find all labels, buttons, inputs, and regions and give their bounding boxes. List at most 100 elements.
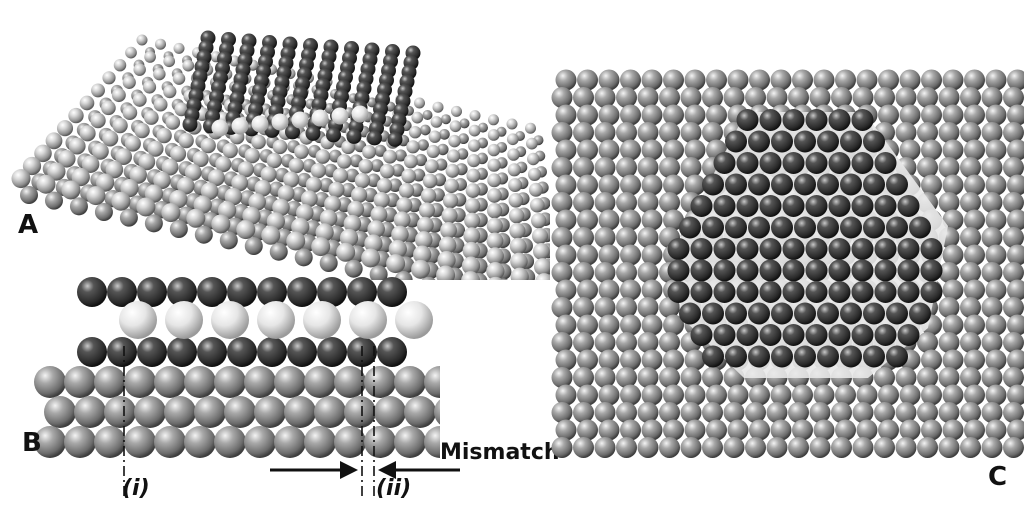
substrate-atom	[144, 214, 163, 233]
substrate-atom	[594, 367, 616, 388]
substrate-atom	[173, 42, 185, 54]
substrate-atom	[277, 185, 295, 202]
island-atom	[805, 238, 828, 260]
substrate-atom	[895, 87, 917, 108]
substrate-atom	[684, 419, 706, 441]
substrate-atom	[416, 216, 434, 234]
substrate-atom	[573, 402, 594, 423]
substrate-atom	[304, 426, 336, 458]
substrate-atom	[792, 69, 813, 91]
substrate-atom	[555, 69, 577, 91]
substrate-atom	[551, 227, 573, 248]
substrate-atom	[555, 139, 577, 161]
island-atom	[851, 238, 874, 260]
substrate-atom	[122, 105, 138, 121]
substrate-atom	[86, 186, 106, 206]
island-atom	[805, 152, 828, 174]
substrate-atom	[809, 437, 831, 458]
substrate-atom	[406, 140, 420, 154]
substrate-atom	[236, 220, 256, 240]
substrate-atom	[663, 209, 684, 231]
substrate-atom	[161, 203, 181, 223]
substrate-atom	[981, 437, 1003, 458]
substrate-atom	[641, 314, 663, 336]
island-atom	[782, 109, 805, 131]
substrate-atom	[964, 384, 985, 406]
island-atom	[107, 337, 137, 367]
substrate-atom	[315, 149, 331, 164]
substrate-atom	[163, 85, 177, 99]
substrate-atom	[153, 67, 166, 81]
substrate-atom	[486, 247, 504, 265]
substrate-atom	[464, 212, 481, 229]
substrate-atom	[432, 101, 444, 113]
substrate-atom	[788, 87, 809, 108]
island-atom	[828, 238, 851, 260]
substrate-atom	[47, 162, 66, 181]
substrate-atom	[702, 437, 723, 458]
island-atom	[690, 324, 713, 346]
substrate-atom	[272, 139, 288, 155]
island-atom	[886, 345, 908, 368]
substrate-atom	[383, 149, 397, 164]
substrate-atom	[336, 242, 356, 262]
substrate-atom	[138, 153, 156, 171]
island-atom	[886, 173, 908, 196]
island-edge-atom	[271, 113, 289, 131]
substrate-atom	[598, 104, 620, 126]
substrate-atom	[852, 437, 874, 458]
substrate-atom	[641, 139, 663, 161]
island-atom	[227, 277, 257, 307]
substrate-atom	[422, 110, 433, 120]
substrate-atom	[637, 402, 659, 423]
substrate-atom	[74, 396, 106, 428]
substrate-atom	[960, 367, 981, 388]
island-atom	[690, 195, 713, 217]
substrate-atom	[111, 88, 126, 103]
island-atom	[690, 281, 713, 303]
substrate-atom	[680, 122, 702, 143]
substrate-atom	[770, 419, 792, 441]
substrate-atom	[981, 367, 1003, 388]
substrate-atom	[509, 237, 527, 255]
substrate-atom	[1007, 384, 1024, 406]
substrate-atom	[300, 190, 318, 208]
island-atom	[748, 345, 770, 368]
substrate-atom	[637, 122, 659, 143]
substrate-atom	[178, 132, 194, 149]
island-edge-atom	[311, 109, 329, 127]
substrate-atom	[526, 152, 540, 166]
interface-atom	[165, 301, 203, 339]
substrate-atom	[942, 384, 964, 406]
substrate-atom	[835, 69, 856, 91]
substrate-atom	[81, 155, 100, 173]
substrate-atom	[420, 187, 437, 204]
substrate-atom	[577, 279, 598, 301]
island-atom	[874, 152, 897, 174]
substrate-atom	[594, 262, 616, 283]
substrate-atom	[964, 139, 985, 161]
island-atom	[748, 130, 770, 153]
island-atom	[257, 337, 287, 367]
substrate-atom	[706, 104, 727, 126]
substrate-atom	[594, 402, 616, 423]
substrate-atom	[960, 87, 981, 108]
substrate-atom	[424, 426, 440, 458]
substrate-atom	[981, 87, 1003, 108]
substrate-atom	[659, 87, 680, 108]
island-atom	[182, 116, 198, 132]
substrate-atom	[386, 254, 406, 274]
substrate-atom	[510, 267, 529, 280]
substrate-atom	[388, 178, 403, 192]
substrate-atom	[208, 169, 225, 187]
substrate-atom	[339, 228, 359, 248]
substrate-atom	[573, 157, 594, 178]
substrate-atom	[680, 437, 702, 458]
substrate-atom	[637, 227, 659, 248]
substrate-atom	[231, 174, 249, 192]
substrate-atom	[488, 114, 499, 126]
substrate-atom	[727, 419, 749, 441]
substrate-atom	[921, 384, 942, 406]
substrate-atom	[172, 72, 186, 85]
substrate-atom	[659, 192, 680, 213]
